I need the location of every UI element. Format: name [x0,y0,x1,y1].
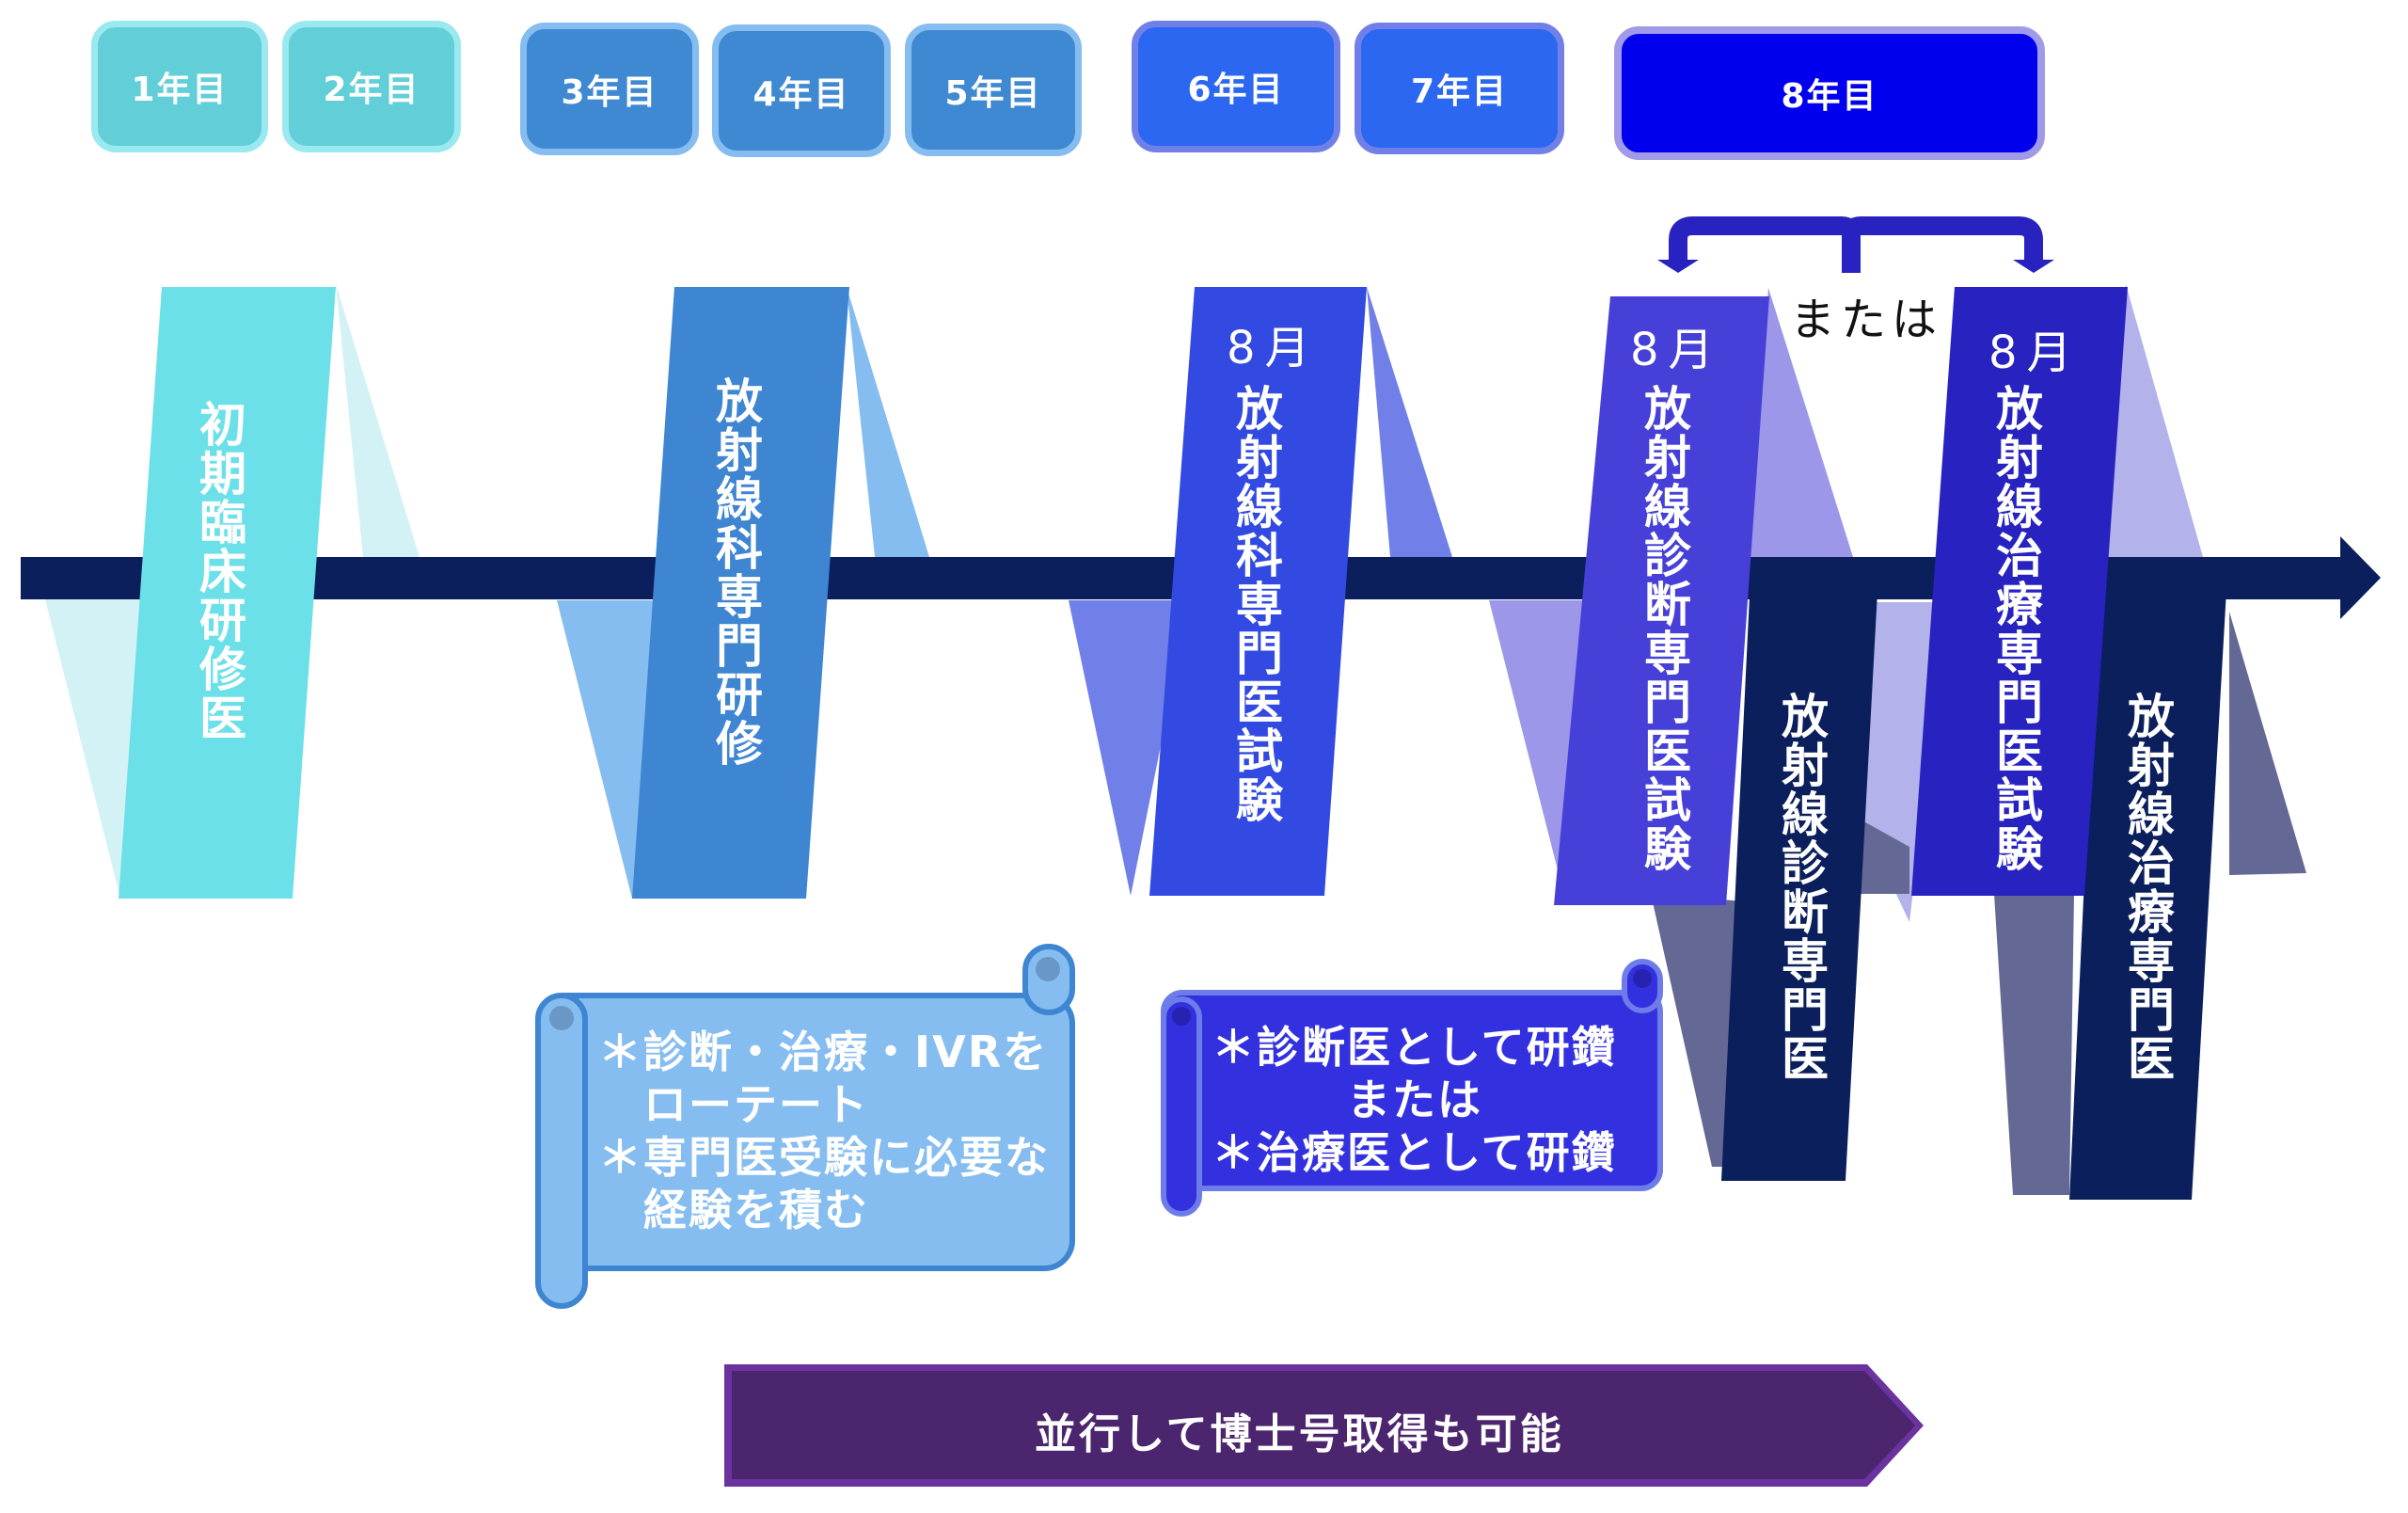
year-label: 1年目 [131,71,229,109]
note-specialize-text: ＊診断医として研鑽 または ＊治療医として研鑽 [1212,1022,1617,1178]
stage-ribbon-exam-therapy [1911,287,2128,896]
ribbon-fold-stage-4-bottom [1489,600,1584,903]
ribbon-fold-stage-3-top [1367,287,1452,557]
scroll-note-rotation [535,944,1075,1309]
ribbon-fold-outcome-1-b [1858,819,1909,894]
stage-ribbon-training [632,287,849,899]
stage-ribbon-initial [119,287,336,899]
stage-ribbon-exam-diagnostic [1554,296,1769,905]
ribbon-fold-stage-1-top [336,284,420,557]
stage-label-initial: 初期臨床研修医 [192,400,246,742]
stage-ribbon-exam-radiology [1149,287,1367,896]
stage-label-exam-diagnostic: 放射線診断専門医試験 [1637,384,1691,873]
year-label: 5年目 [944,73,1042,113]
outcome-ribbon-diagnostic [1721,557,1879,1181]
year-box-7: 7年目 [1354,23,1564,154]
year-label: 6年目 [1187,71,1285,109]
year-label: 4年目 [752,74,850,114]
year-box-4: 4年目 [712,24,891,157]
ribbon-fold-outcome-2 [2229,612,2306,875]
year-label: 7年目 [1410,72,1509,111]
year-box-1: 1年目 [91,21,268,152]
year-label: 2年目 [323,71,420,109]
year-label: 3年目 [561,72,658,112]
scroll-note-specialize [1161,959,1663,1217]
phd-banner-inner [732,1371,1915,1479]
stage-month-exam-therapy: 8月 [1988,326,2082,379]
year-box-5: 5年目 [905,24,1082,156]
year-box-6: 6年目 [1132,21,1340,152]
stage-label-training: 放射線科専門研修 [708,376,763,768]
stage-month-exam-radiology: 8月 [1227,322,1320,374]
note-rotation-text: ＊診断・治療・IVRを ローテート ＊専門医受験に必要な 経験を積む [598,1027,1050,1235]
outcome-label-diagnostic: 放射線診断専門医 [1774,692,1829,1083]
stage-label-exam-therapy: 放射線治療専門医試験 [1988,384,2043,873]
stage-month-exam-diagnostic: 8月 [1630,324,1723,376]
ribbon-fold-stage-4-top [1750,288,1853,557]
ribbon-fold-stage-2-top [847,287,929,557]
branch-or-label: または [1790,294,1943,346]
ribbon-fold-stage-5-top [2099,284,2203,557]
outcome-label-therapy: 放射線治療専門医 [2120,692,2175,1083]
ribbon-fold-stage-3-bottom [1069,600,1190,896]
branch-arrow-left-icon [1657,260,1699,273]
branch-arrow-right-icon [2013,260,2054,273]
year-box-2: 2年目 [282,21,461,152]
year-label: 8年目 [1781,77,1878,116]
stage-label-exam-radiology: 放射線科専門医試験 [1228,384,1283,824]
year-box-8: 8年目 [1614,26,2045,160]
phd-label: 並行して博士号取得も可能 [1035,1410,1564,1458]
branch-bracket-icon [1669,216,2043,273]
year-box-3: 3年目 [520,23,699,155]
ribbon-fold-outcome-2-b [1994,894,2074,1195]
outcome-ribbon-therapy [2069,557,2228,1200]
